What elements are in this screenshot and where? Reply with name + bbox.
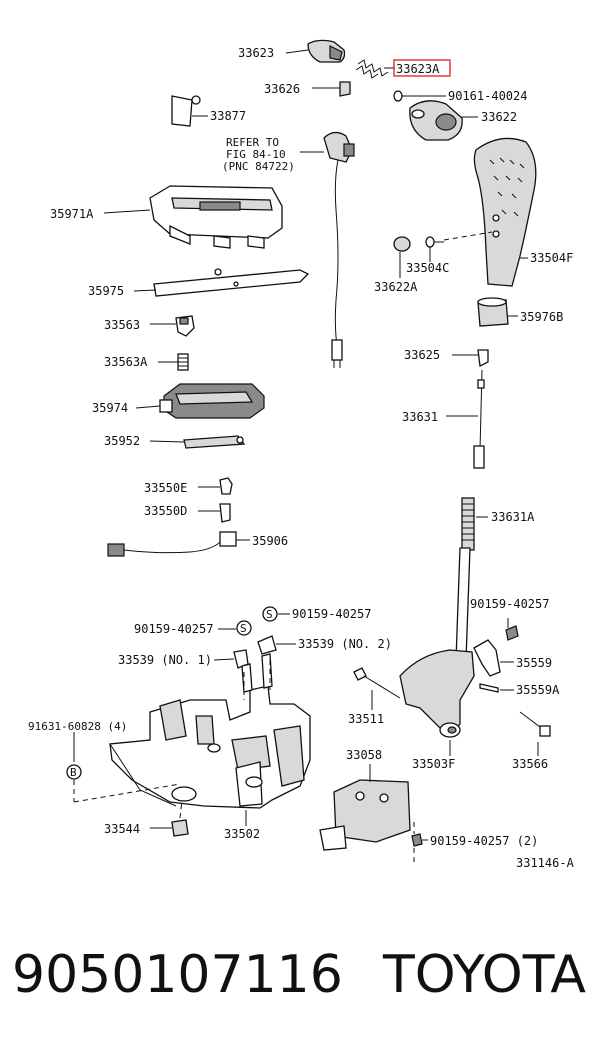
part-35975-plate xyxy=(153,268,310,297)
part-33622A xyxy=(393,236,411,252)
part-90159-bolt-right xyxy=(505,625,519,641)
highlight-box xyxy=(393,59,451,77)
part-33550D-socket xyxy=(219,503,231,523)
label-90159-left: 90159-40257 xyxy=(134,622,213,636)
label-90159-right: 90159-40257 xyxy=(470,597,549,611)
part-35974 xyxy=(159,383,265,419)
label-33622: 33622 xyxy=(481,110,517,124)
label-90159-bottom: 90159-40257 (2) xyxy=(430,834,538,848)
part-33631A-spring xyxy=(461,497,475,551)
label-35906: 35906 xyxy=(252,534,288,548)
svg-text:S: S xyxy=(240,622,247,635)
label-90159-upper: 90159-40257 xyxy=(292,607,371,621)
part-35976B xyxy=(477,297,509,327)
figure-number: 331146-A xyxy=(516,856,575,870)
label-33563: 33563 xyxy=(104,318,140,332)
brand-name: TOYOTA xyxy=(383,945,586,1005)
part-33550E-bulb xyxy=(219,477,233,495)
label-35559A: 35559A xyxy=(516,683,560,697)
part-35971A xyxy=(149,185,283,249)
part-35906-harness xyxy=(107,531,237,557)
label-91631: 91631-60828 (4) xyxy=(28,720,127,733)
refer-line-1: REFER TO xyxy=(226,136,279,149)
part-35559A xyxy=(479,683,499,693)
label-33544: 33544 xyxy=(104,822,140,836)
label-33623: 33623 xyxy=(238,46,274,60)
label-90161: 90161-40024 xyxy=(448,89,527,103)
label-33877: 33877 xyxy=(210,109,246,123)
label-33058: 33058 xyxy=(346,748,382,762)
label-35976B: 35976B xyxy=(520,310,563,324)
label-33631: 33631 xyxy=(402,410,438,424)
label-33550E: 33550E xyxy=(144,481,187,495)
part-33622 xyxy=(409,100,463,141)
part-33544 xyxy=(171,819,189,837)
part-33623 xyxy=(307,39,346,63)
part-35559 xyxy=(473,639,501,677)
label-35952: 35952 xyxy=(104,434,140,448)
refer-line-3: (PNC 84722) xyxy=(222,160,295,173)
symbol-b: B xyxy=(66,764,82,780)
label-33511: 33511 xyxy=(348,712,384,726)
label-33626: 33626 xyxy=(264,82,300,96)
label-35559: 35559 xyxy=(516,656,552,670)
part-33563A-spring xyxy=(177,353,189,371)
footer: 9050107116 TOYOTA xyxy=(0,930,600,1020)
part-33626 xyxy=(339,81,351,97)
label-33502: 33502 xyxy=(224,827,260,841)
label-33625: 33625 xyxy=(404,348,440,362)
part-33877-tag xyxy=(171,95,201,127)
label-35975: 35975 xyxy=(88,284,124,298)
part-33502-base xyxy=(109,653,311,809)
parts-diagram: 33623 33623A 33626 90161-40024 33877 336… xyxy=(28,39,575,870)
part-33504F-knob xyxy=(473,137,537,287)
svg-text:B: B xyxy=(70,766,77,779)
part-33631-rod xyxy=(473,369,485,469)
part-90159-bolts-bottom xyxy=(411,822,423,864)
label-33550D: 33550D xyxy=(144,504,187,518)
label-33623A: 33623A xyxy=(396,62,440,76)
symbol-s-upper: S xyxy=(262,606,278,622)
label-33504F: 33504F xyxy=(530,251,573,265)
label-33622A: 33622A xyxy=(374,280,418,294)
part-33511-bolt xyxy=(353,667,401,699)
label-33566: 33566 xyxy=(512,757,548,771)
symbol-s-left: S xyxy=(236,620,252,636)
part-33623A-spring xyxy=(355,59,389,79)
label-33539-no1: 33539 (NO. 1) xyxy=(118,653,212,667)
label-35971A: 35971A xyxy=(50,207,94,221)
label-33631A: 33631A xyxy=(491,510,535,524)
part-number: 9050107116 xyxy=(12,945,343,1005)
part-33625 xyxy=(477,349,489,367)
label-33503F: 33503F xyxy=(412,757,455,771)
label-33539-no2: 33539 (NO. 2) xyxy=(298,637,392,651)
part-33539-no2 xyxy=(257,635,277,655)
svg-text:S: S xyxy=(266,608,273,621)
label-33504C: 33504C xyxy=(406,261,449,275)
part-33566 xyxy=(519,711,551,737)
part-shift-lock-cable xyxy=(323,131,355,368)
label-35974: 35974 xyxy=(92,401,128,415)
part-33563 xyxy=(175,315,195,337)
label-33563A: 33563A xyxy=(104,355,148,369)
part-35952 xyxy=(183,435,246,449)
part-33504C-screw xyxy=(425,236,444,248)
refer-line-2: FIG 84-10 xyxy=(226,148,286,161)
part-90161-screw xyxy=(393,90,412,102)
part-33058-switch xyxy=(319,779,411,851)
part-shift-lever xyxy=(399,547,475,738)
